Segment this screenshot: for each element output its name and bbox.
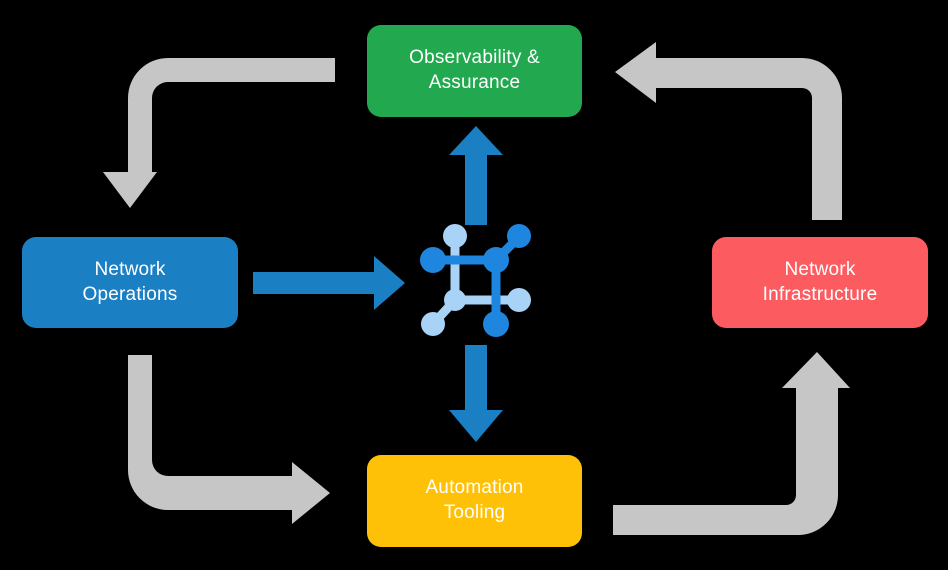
node-automation-tooling[interactable]: Automation Tooling: [367, 455, 582, 547]
network-graph-icon: [420, 224, 531, 337]
node-network-infrastructure-label: Network Infrastructure: [762, 258, 878, 305]
network-icon-primary-nodes: [420, 224, 531, 337]
node-automation-tooling-label: Automation Tooling: [425, 477, 524, 523]
arrow-operations-to-center: [253, 256, 405, 310]
arrow-center-to-observability: [449, 126, 503, 225]
node-network-operations-label: Network Operations: [82, 258, 178, 305]
node-network-infrastructure[interactable]: Network Infrastructure: [712, 237, 928, 328]
network-icon-secondary-nodes: [421, 224, 531, 336]
arrow-center-to-automation: [449, 345, 503, 442]
arrow-automation-to-infrastructure: [613, 352, 850, 535]
node-network-operations[interactable]: Network Operations: [22, 237, 238, 328]
arrow-observability-to-operations: [103, 58, 335, 208]
node-observability-assurance-label: Observability & Assurance: [409, 47, 540, 93]
arrow-infrastructure-to-observability: [615, 42, 842, 220]
node-observability-assurance[interactable]: Observability & Assurance: [367, 25, 582, 117]
arrow-operations-to-automation: [104, 355, 330, 524]
